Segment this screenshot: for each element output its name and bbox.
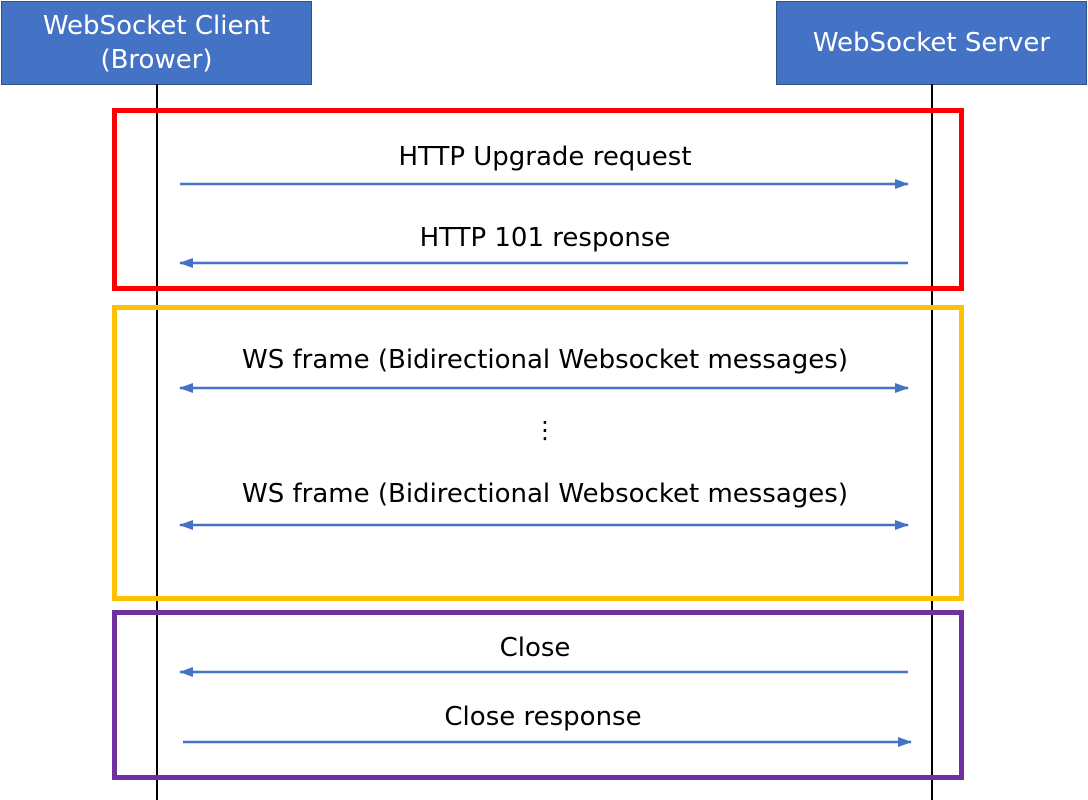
msg-close-response-label: Close response (444, 702, 642, 732)
server-lifeline (931, 84, 933, 800)
msg-http-101-response-label: HTTP 101 response (419, 223, 671, 253)
websocket-server-box: WebSocket Server (776, 1, 1087, 85)
msg-ws-frame-label: WS frame (Bidirectional Websocket messag… (242, 345, 848, 375)
close-phase-frame (112, 610, 964, 780)
data-transfer-phase-frame (112, 305, 964, 601)
msg-ws-frame-label: WS frame (Bidirectional Websocket messag… (242, 479, 848, 509)
websocket-client-box: WebSocket Client (Brower) (1, 1, 312, 85)
ellipsis-label: ⋮ (533, 416, 557, 444)
msg-http-upgrade-request-label: HTTP Upgrade request (398, 142, 692, 172)
client-lifeline (156, 84, 158, 800)
msg-close-label: Close (499, 633, 571, 663)
handshake-phase-frame (112, 108, 964, 291)
